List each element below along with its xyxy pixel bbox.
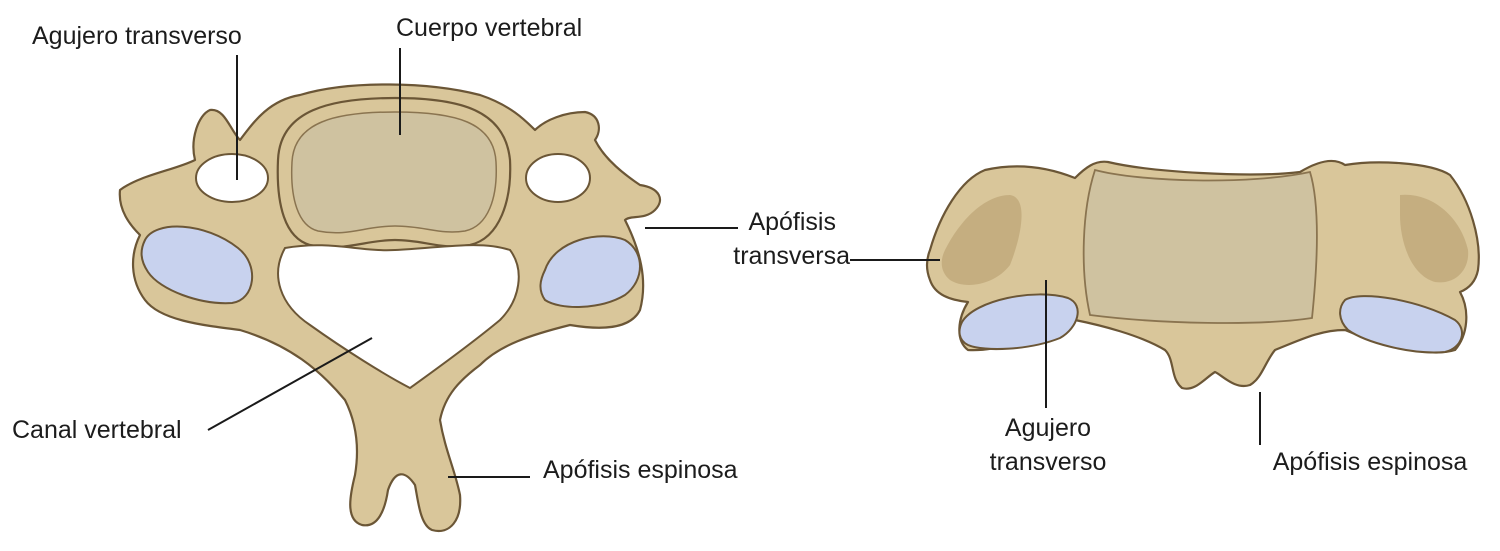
label-agujero-transverso-right-line2: transverso [990,448,1107,476]
vertebral-body-surface [290,111,497,234]
label-cuerpo-vertebral: Cuerpo vertebral [396,14,582,42]
articular-facet-left [140,225,254,305]
transverse-process-left-anterior [941,195,1022,285]
vertebra-anterior-view [925,159,1480,390]
transverse-foramen-left [195,153,269,203]
articular-facet-left-anterior [958,293,1079,351]
label-canal-vertebral: Canal vertebral [12,416,182,444]
label-apofisis-transversa-line1: Apófisis [748,208,836,236]
vertebral-body-anterior [1082,168,1318,324]
label-apofisis-espinosa-left: Apófisis espinosa [543,456,738,484]
label-apofisis-espinosa-right: Apófisis espinosa [1273,448,1468,476]
articular-facet-right-anterior [1339,295,1464,354]
label-agujero-transverso: Agujero transverso [32,22,242,50]
articular-facet-right [539,235,641,308]
vertebral-canal [277,244,520,390]
vertebra-superior-view [118,83,662,533]
transverse-process-right-anterior [1400,194,1469,283]
label-apofisis-transversa-line2: transversa [733,242,850,270]
labels: Agujero transverso Cuerpo vertebral Apóf… [12,14,1467,484]
label-agujero-transverso-right-line1: Agujero [1005,414,1091,442]
leader-canal-vertebral [207,337,373,431]
leader-lines [207,48,1261,478]
transverse-foramen-right [525,153,591,203]
